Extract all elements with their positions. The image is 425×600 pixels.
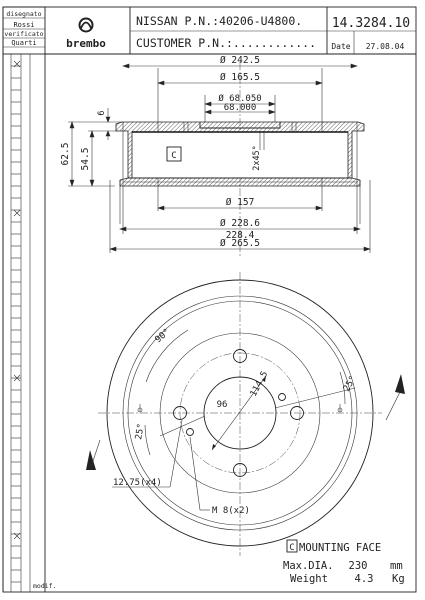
left-sidebar	[2, 6, 46, 592]
dim-6: 6	[97, 110, 107, 115]
sheet-frame	[2, 6, 417, 593]
designer-label: disegnato	[6, 10, 41, 18]
face-c-box	[166, 146, 182, 162]
max-dia-unit: mm	[390, 560, 403, 572]
date-label: Date	[331, 42, 350, 51]
front-view	[86, 272, 405, 556]
angle-25-left: 25°	[134, 423, 147, 441]
notes-box	[286, 539, 298, 553]
weight-label: Weight	[290, 573, 328, 585]
dim-228-6: Ø 228.6	[220, 218, 260, 229]
weight-unit: Kg	[392, 573, 405, 585]
face-mark: C	[171, 151, 176, 161]
oem-part-number: NISSAN P.N.:40206-U4800.	[136, 14, 302, 28]
mounting-c-box	[286, 539, 298, 553]
max-dia-value: 230	[349, 560, 368, 572]
angle-90: 90°	[154, 327, 173, 345]
dim-68-000: 68.000	[224, 103, 257, 113]
checker-label: verificato	[4, 30, 43, 38]
weight-value: 4.3	[355, 573, 374, 585]
dim-62-5: 62.5	[60, 143, 71, 166]
designer-name: Rossi	[13, 21, 34, 29]
dim-242-5: Ø 242.5	[220, 55, 260, 66]
hole-callout: 12.75(x4)	[113, 478, 162, 488]
dim-265-5: Ø 265.5	[220, 238, 260, 249]
dim-pcd: 114.5	[249, 370, 271, 399]
chamfer-note: 2x45°	[252, 145, 262, 171]
brembo-logo-icon	[78, 17, 94, 33]
dim-165-5: Ø 165.5	[220, 72, 260, 83]
part-number: 14.3284.10	[332, 16, 410, 31]
mounting-mark: C	[289, 543, 294, 553]
thread-callout: M 8(x2)	[212, 506, 250, 516]
bolt-holes	[173, 349, 304, 477]
mounting-face-text: MOUNTING FACE	[299, 542, 381, 554]
brand-name: brembo	[66, 37, 106, 50]
dim-228-4: 228.4	[226, 230, 255, 241]
max-dia-label: Max.DIA.	[283, 560, 334, 572]
dim-157: Ø 157	[226, 197, 255, 208]
checker-name: Quarti	[11, 39, 36, 47]
modif-label: modif.	[33, 582, 56, 590]
date-value: 27.08.04	[366, 42, 405, 51]
angle-25-right: 25°	[342, 374, 359, 393]
customer-part-number: CUSTOMER P.N.:............	[136, 36, 316, 50]
dim-68-050: Ø 68.050	[218, 93, 261, 104]
title-block	[45, 7, 416, 55]
dim-54-5: 54.5	[80, 148, 91, 171]
sidebar-x-marks	[13, 60, 21, 540]
section-view	[68, 62, 371, 256]
dim-hub: 96	[217, 400, 228, 410]
